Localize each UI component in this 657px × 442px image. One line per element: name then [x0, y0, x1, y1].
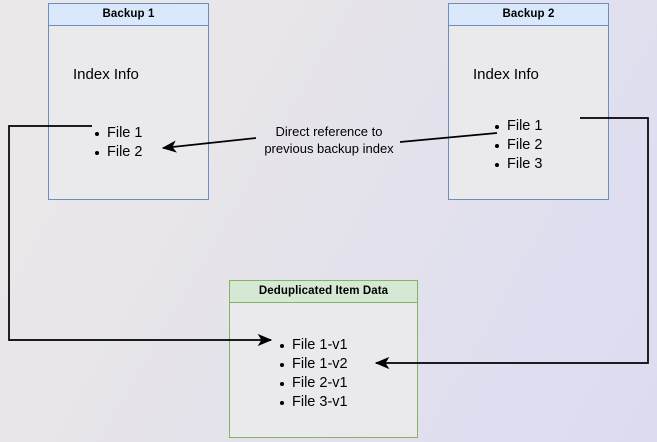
backup-1-box[interactable]: Backup 1 Index Info File 1 File 2 — [48, 3, 209, 200]
list-item: File 2-v1 — [278, 374, 348, 393]
list-item: File 3-v1 — [278, 393, 348, 412]
backup-2-body: Index Info File 1 File 2 File 3 — [449, 26, 608, 199]
list-item: File 2 — [493, 136, 542, 155]
annotation-line-1: Direct reference to — [275, 124, 383, 139]
backup-2-index-label: Index Info — [473, 66, 539, 83]
backup-1-index-label: Index Info — [73, 66, 139, 83]
backup-1-title: Backup 1 — [49, 4, 208, 26]
list-item: File 2 — [93, 143, 142, 162]
list-item: File 1-v2 — [278, 355, 348, 374]
list-item: File 3 — [493, 155, 542, 174]
list-item: File 1 — [93, 124, 142, 143]
deduplicated-item-data-box[interactable]: Deduplicated Item Data File 1-v1 File 1-… — [229, 280, 418, 438]
deduplicated-item-data-title: Deduplicated Item Data — [230, 281, 417, 303]
backup-1-body: Index Info File 1 File 2 — [49, 26, 208, 199]
backup-1-file-list: File 1 File 2 — [93, 124, 142, 162]
list-item: File 1 — [493, 117, 542, 136]
list-item: File 1-v1 — [278, 336, 348, 355]
dedup-file-list: File 1-v1 File 1-v2 File 2-v1 File 3-v1 — [278, 336, 348, 412]
backup-2-title: Backup 2 — [449, 4, 608, 26]
deduplicated-item-data-body: File 1-v1 File 1-v2 File 2-v1 File 3-v1 — [230, 303, 417, 437]
backup-2-file-list: File 1 File 2 File 3 — [493, 117, 542, 174]
annotation-line-2: previous backup index — [264, 141, 394, 156]
direct-reference-annotation: Direct reference to previous backup inde… — [248, 123, 410, 157]
backup-2-box[interactable]: Backup 2 Index Info File 1 File 2 File 3 — [448, 3, 609, 200]
